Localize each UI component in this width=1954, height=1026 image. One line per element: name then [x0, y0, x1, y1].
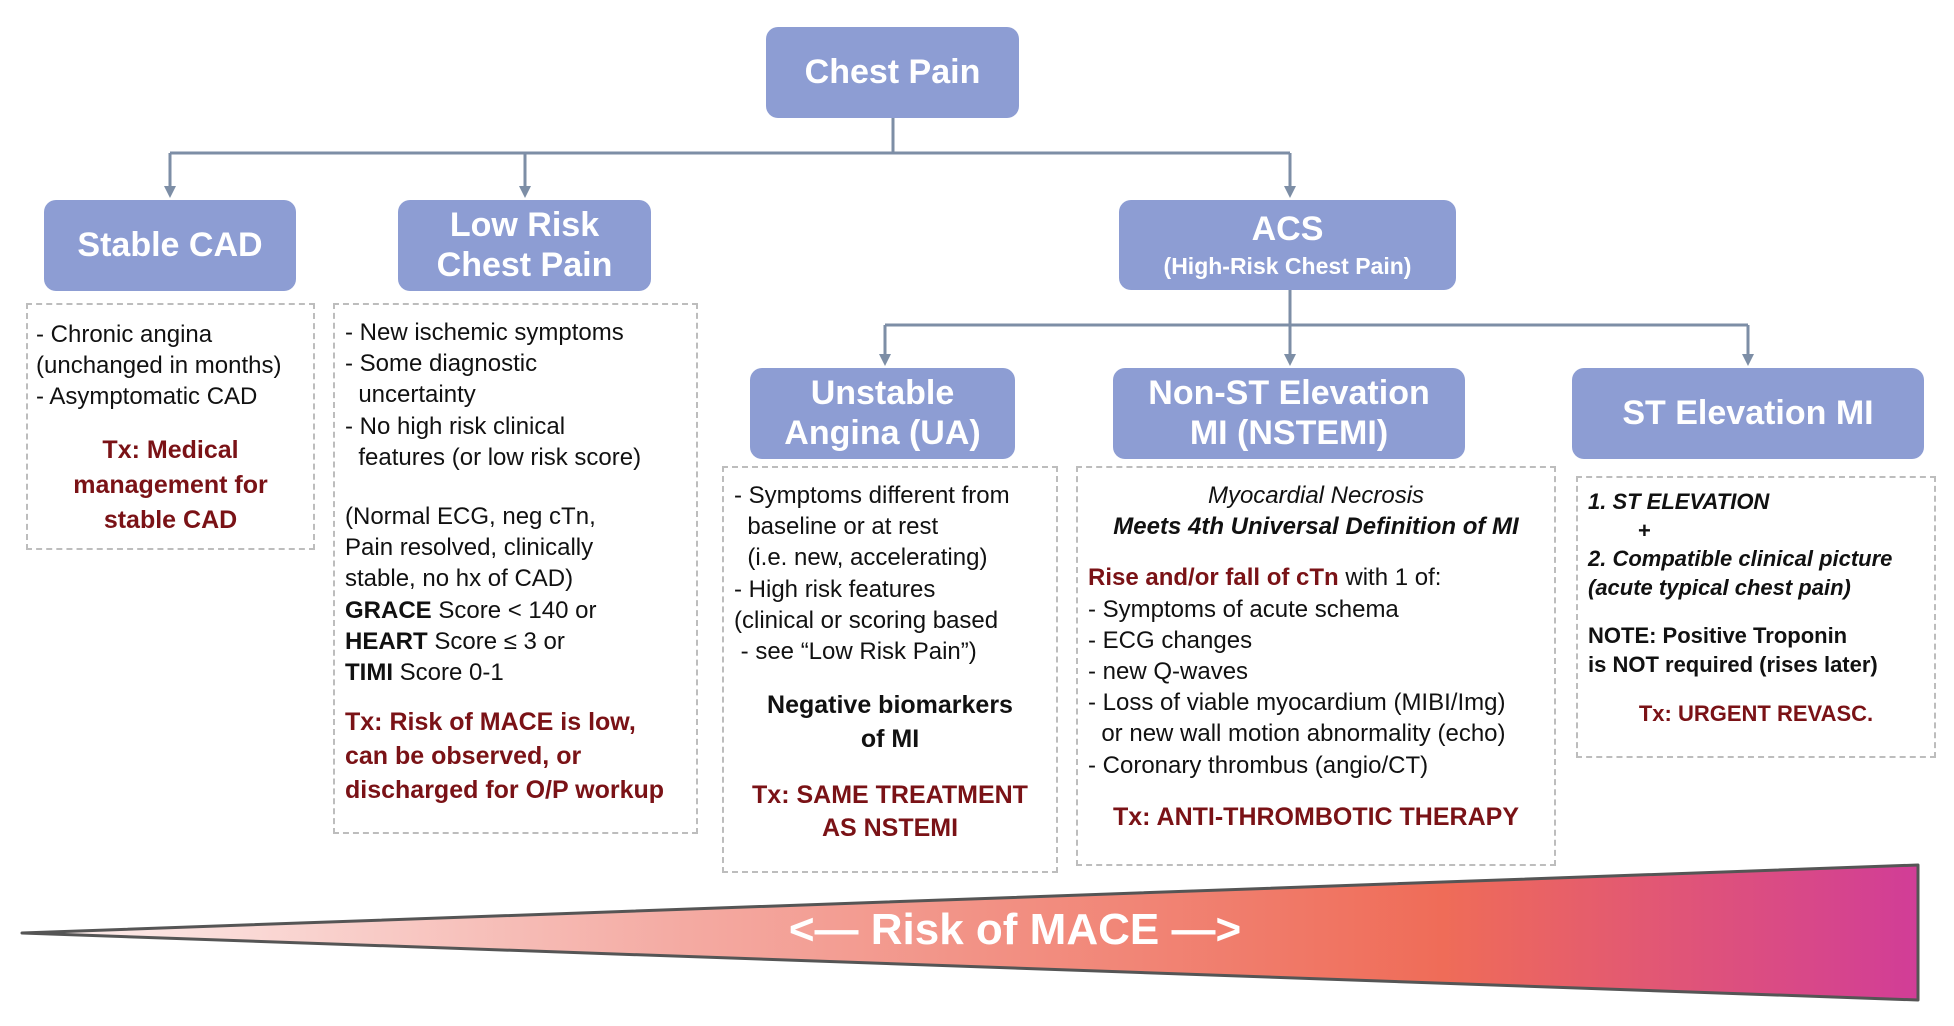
heart-score-name: HEART	[345, 627, 428, 655]
node-chest-pain-label: Chest Pain	[804, 52, 981, 91]
stemi-note: NOTE: Positive Troponin is NOT required …	[1588, 622, 1924, 679]
grace-score: GRACE Score < 140 or	[345, 595, 686, 626]
nstemi-ctn-criteria: Rise and/or fall of cTn with 1 of:	[1088, 562, 1544, 593]
ua-line: (clinical or scoring based	[734, 606, 999, 634]
low-risk-line: - New ischemic symptoms	[345, 319, 624, 346]
stemi-note-line: NOTE: Positive Troponin	[1588, 623, 1848, 649]
low-risk-tx-line: Tx: Risk of MACE is low,	[345, 708, 636, 737]
ua-tx-line: AS NSTEMI	[821, 814, 959, 843]
low-risk-criteria: stable, no hx of CAD)	[345, 565, 574, 593]
stable-cad-line: - Asymptomatic CAD	[36, 383, 258, 411]
nstemi-line: - Coronary thrombus (angio/CT)	[1088, 751, 1429, 779]
node-acs-subtitle: (High-Risk Chest Pain)	[1163, 253, 1412, 280]
low-risk-criteria: Pain resolved, clinically	[345, 534, 594, 562]
timi-score-text: Score 0-1	[393, 658, 504, 686]
node-chest-pain: Chest Pain	[766, 27, 1019, 118]
node-ua-label-line2: Angina (UA)	[784, 413, 981, 452]
low-risk-treatment: Tx: Risk of MACE is low, can be observed…	[345, 706, 686, 807]
stable-cad-tx-line: management for	[73, 470, 268, 499]
stemi-details: 1. ST ELEVATION + 2. Compatible clinical…	[1576, 476, 1936, 758]
node-low-risk-label-line1: Low Risk	[449, 206, 600, 245]
heart-score-text: Score ≤ 3 or	[427, 627, 565, 655]
nstemi-treatment: Tx: ANTI-THROMBOTIC THERAPY	[1113, 802, 1519, 831]
node-acs: ACS (High-Risk Chest Pain)	[1119, 200, 1456, 290]
stemi-criterion: (acute typical chest pain)	[1588, 574, 1851, 600]
node-acs-title: ACS	[1251, 210, 1324, 249]
ua-biomarkers: Negative biomarkers of MI	[734, 689, 1046, 757]
nstemi-line: - Symptoms of acute schema	[1088, 595, 1399, 623]
low-risk-line: - Some diagnostic	[345, 350, 538, 378]
stable-cad-treatment: Tx: Medical management for stable CAD	[36, 433, 305, 538]
stemi-criterion: 1. ST ELEVATION	[1588, 489, 1770, 514]
node-nstemi: Non-ST Elevation MI (NSTEMI)	[1113, 368, 1465, 459]
node-nstemi-label-line1: Non-ST Elevation	[1148, 374, 1430, 413]
ua-tx-line: Tx: SAME TREATMENT	[752, 780, 1028, 809]
grace-score-text: Score < 140 or	[431, 596, 597, 624]
node-stable-cad-label: Stable CAD	[77, 225, 263, 264]
unstable-angina-details: - Symptoms different from baseline or at…	[722, 466, 1058, 873]
ua-biomarkers-line: of MI	[860, 724, 920, 753]
ua-line: baseline or at rest	[734, 513, 939, 541]
low-risk-line: - No high risk clinical	[345, 412, 566, 440]
nstemi-line: or new wall motion abnormality (echo)	[1088, 720, 1506, 748]
ua-line: - High risk features	[734, 575, 936, 603]
stable-cad-line: (unchanged in months)	[36, 352, 282, 380]
stable-cad-details: - Chronic angina (unchanged in months) -…	[26, 303, 315, 550]
node-stemi: ST Elevation MI	[1572, 368, 1924, 459]
low-risk-line: features (or low risk score)	[345, 443, 642, 471]
nstemi-ctn-rest: with 1 of:	[1338, 564, 1442, 592]
ua-line: (i.e. new, accelerating)	[734, 544, 988, 572]
ua-line: - see “Low Risk Pain”)	[734, 637, 977, 665]
node-ua-label-line1: Unstable	[810, 374, 955, 413]
node-low-risk-label-line2: Chest Pain	[436, 245, 613, 284]
risk-of-mace-label: <— Risk of MACE —>	[788, 905, 1242, 954]
heart-score: HEART Score ≤ 3 or	[345, 626, 686, 657]
stable-cad-line: - Chronic angina	[36, 321, 213, 348]
low-risk-criteria: (Normal ECG, neg cTn,	[345, 502, 596, 530]
stable-cad-tx-line: Tx: Medical	[102, 435, 239, 464]
stemi-note-line: is NOT required (rises later)	[1588, 651, 1878, 677]
node-unstable-angina: Unstable Angina (UA)	[750, 368, 1015, 459]
ua-line: - Symptoms different from	[734, 482, 1010, 509]
low-risk-tx-line: discharged for O/P workup	[345, 775, 665, 804]
nstemi-line: - new Q-waves	[1088, 657, 1249, 685]
node-stemi-label: ST Elevation MI	[1622, 393, 1874, 432]
low-risk-tx-line: can be observed, or	[345, 741, 582, 770]
nstemi-line: - Loss of viable myocardium (MIBI/Img)	[1088, 689, 1506, 717]
node-low-risk-chest-pain: Low Risk Chest Pain	[398, 200, 651, 291]
nstemi-details: Myocardial Necrosis Meets 4th Universal …	[1076, 466, 1556, 866]
node-stable-cad: Stable CAD	[44, 200, 296, 291]
ua-biomarkers-line: Negative biomarkers	[767, 691, 1013, 720]
nstemi-definition: Meets 4th Universal Definition of MI	[1113, 513, 1519, 541]
nstemi-line: - ECG changes	[1088, 626, 1253, 654]
nstemi-necrosis: Myocardial Necrosis	[1207, 482, 1425, 509]
low-risk-line: uncertainty	[345, 381, 476, 409]
stemi-criterion: 2. Compatible clinical picture	[1588, 546, 1893, 572]
ua-treatment: Tx: SAME TREATMENT AS NSTEMI	[734, 779, 1046, 847]
timi-score: TIMI Score 0-1	[345, 657, 686, 688]
grace-score-name: GRACE	[345, 596, 432, 624]
stable-cad-tx-line: stable CAD	[103, 505, 238, 534]
stemi-plus: +	[1638, 517, 1651, 543]
stemi-treatment: Tx: URGENT REVASC.	[1638, 700, 1874, 726]
low-risk-details: - New ischemic symptoms - Some diagnosti…	[333, 303, 698, 834]
nstemi-ctn-rise: Rise and/or fall of cTn	[1088, 564, 1339, 592]
timi-score-name: TIMI	[345, 658, 393, 686]
node-nstemi-label-line2: MI (NSTEMI)	[1189, 413, 1389, 452]
